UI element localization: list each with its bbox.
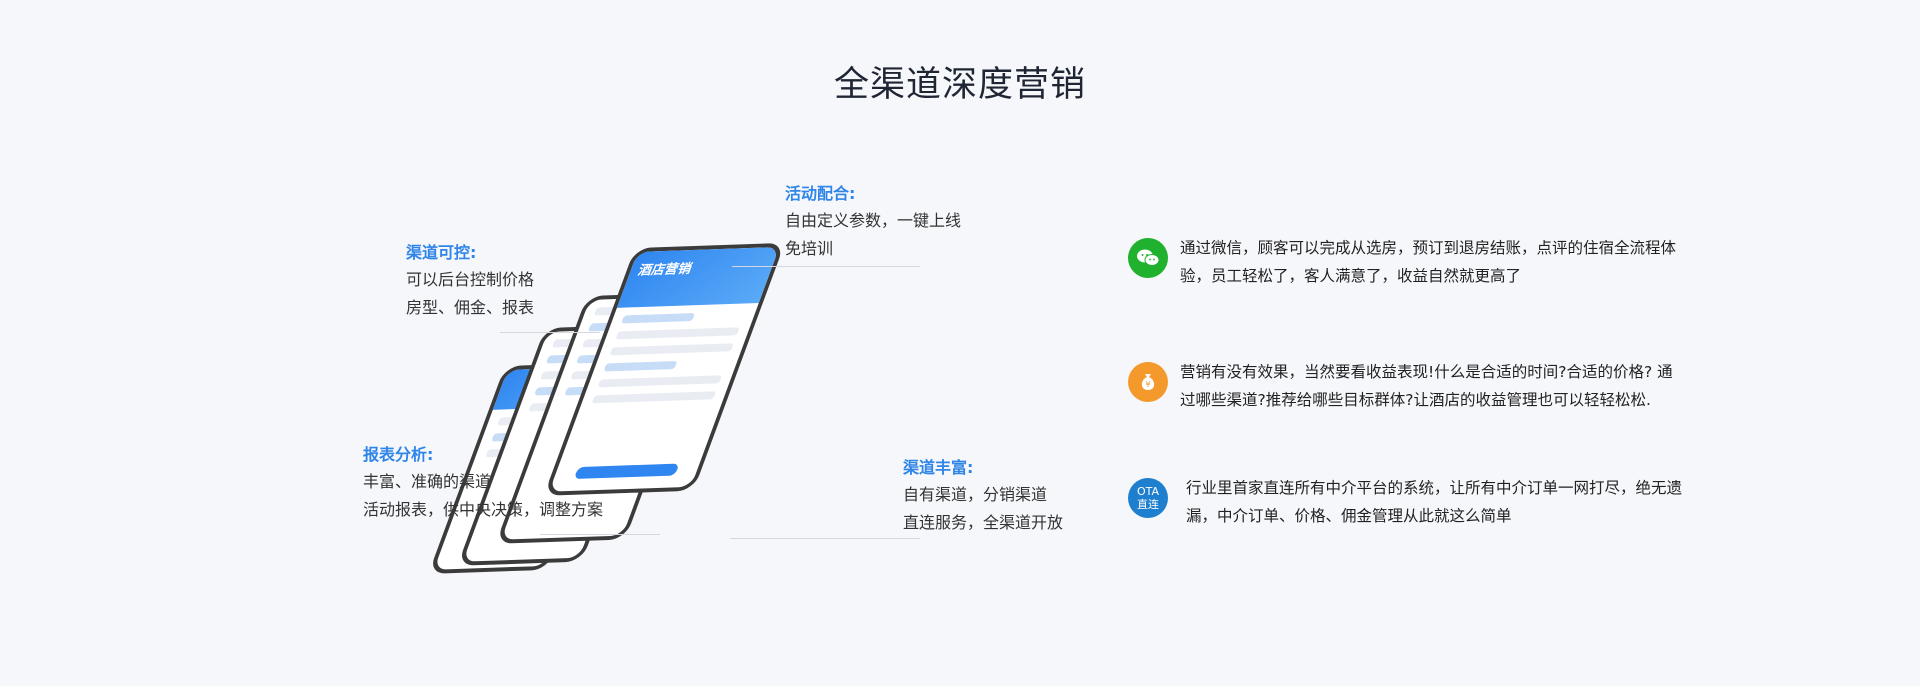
callout-channels-line-1: 自有渠道，分销渠道 bbox=[903, 485, 1048, 504]
callout-control-line-2: 房型、佣金、报表 bbox=[406, 298, 535, 317]
callout-channels: 渠道丰富: 自有渠道，分销渠道 直连服务，全渠道开放 bbox=[903, 455, 1063, 537]
callout-activity-heading: 活动配合: bbox=[785, 184, 856, 203]
feature-revenue-text: 营销有没有效果，当然要看收益表现!什么是合适的时间?合适的价格? 通过哪些渠道?… bbox=[1180, 363, 1673, 409]
feature-wechat-text: 通过微信，顾客可以完成从选房，预订到退房结账，点评的住宿全流程体验，员工轻松了，… bbox=[1180, 239, 1677, 285]
callout-channels-divider bbox=[730, 538, 920, 539]
callout-channels-line-2: 直连服务，全渠道开放 bbox=[903, 513, 1064, 532]
callout-activity-divider bbox=[732, 266, 920, 267]
callout-report: 报表分析: 丰富、准确的渠道 活动报表，供中央决策，调整方案 bbox=[363, 442, 603, 524]
money-bag-icon: ¥ bbox=[1128, 362, 1168, 402]
callout-control-divider bbox=[500, 332, 600, 333]
callout-activity: 活动配合: 自由定义参数，一键上线 免培训 bbox=[785, 181, 961, 263]
wechat-icon bbox=[1128, 238, 1168, 278]
feature-ota-text: 行业里首家直连所有中介平台的系统，让所有中介订单一网打尽，绝无遗漏，中介订单、价… bbox=[1186, 479, 1683, 525]
callout-report-line-1: 丰富、准确的渠道 bbox=[363, 472, 492, 491]
callout-activity-line-2: 免培训 bbox=[785, 239, 834, 258]
callout-control-heading: 渠道可控: bbox=[406, 243, 477, 262]
callout-report-divider bbox=[540, 534, 660, 535]
ota-icon-label-top: OTA bbox=[1136, 485, 1160, 498]
callout-control: 渠道可控: 可以后台控制价格 房型、佣金、报表 bbox=[406, 240, 534, 322]
ota-icon-label-bottom: 直连 bbox=[1137, 498, 1159, 511]
ota-icon: OTA 直连 bbox=[1128, 478, 1168, 518]
callout-activity-line-1: 自由定义参数，一键上线 bbox=[785, 211, 962, 230]
phone-screen-title: 酒店营销 bbox=[635, 261, 694, 279]
page-title: 全渠道深度营销 bbox=[833, 65, 1086, 105]
callout-report-heading: 报表分析: bbox=[363, 445, 434, 464]
callout-report-line-2: 活动报表，供中央决策，调整方案 bbox=[363, 500, 604, 519]
svg-text:¥: ¥ bbox=[1145, 380, 1150, 389]
callout-control-line-1: 可以后台控制价格 bbox=[406, 270, 535, 289]
callout-channels-heading: 渠道丰富: bbox=[903, 458, 974, 477]
